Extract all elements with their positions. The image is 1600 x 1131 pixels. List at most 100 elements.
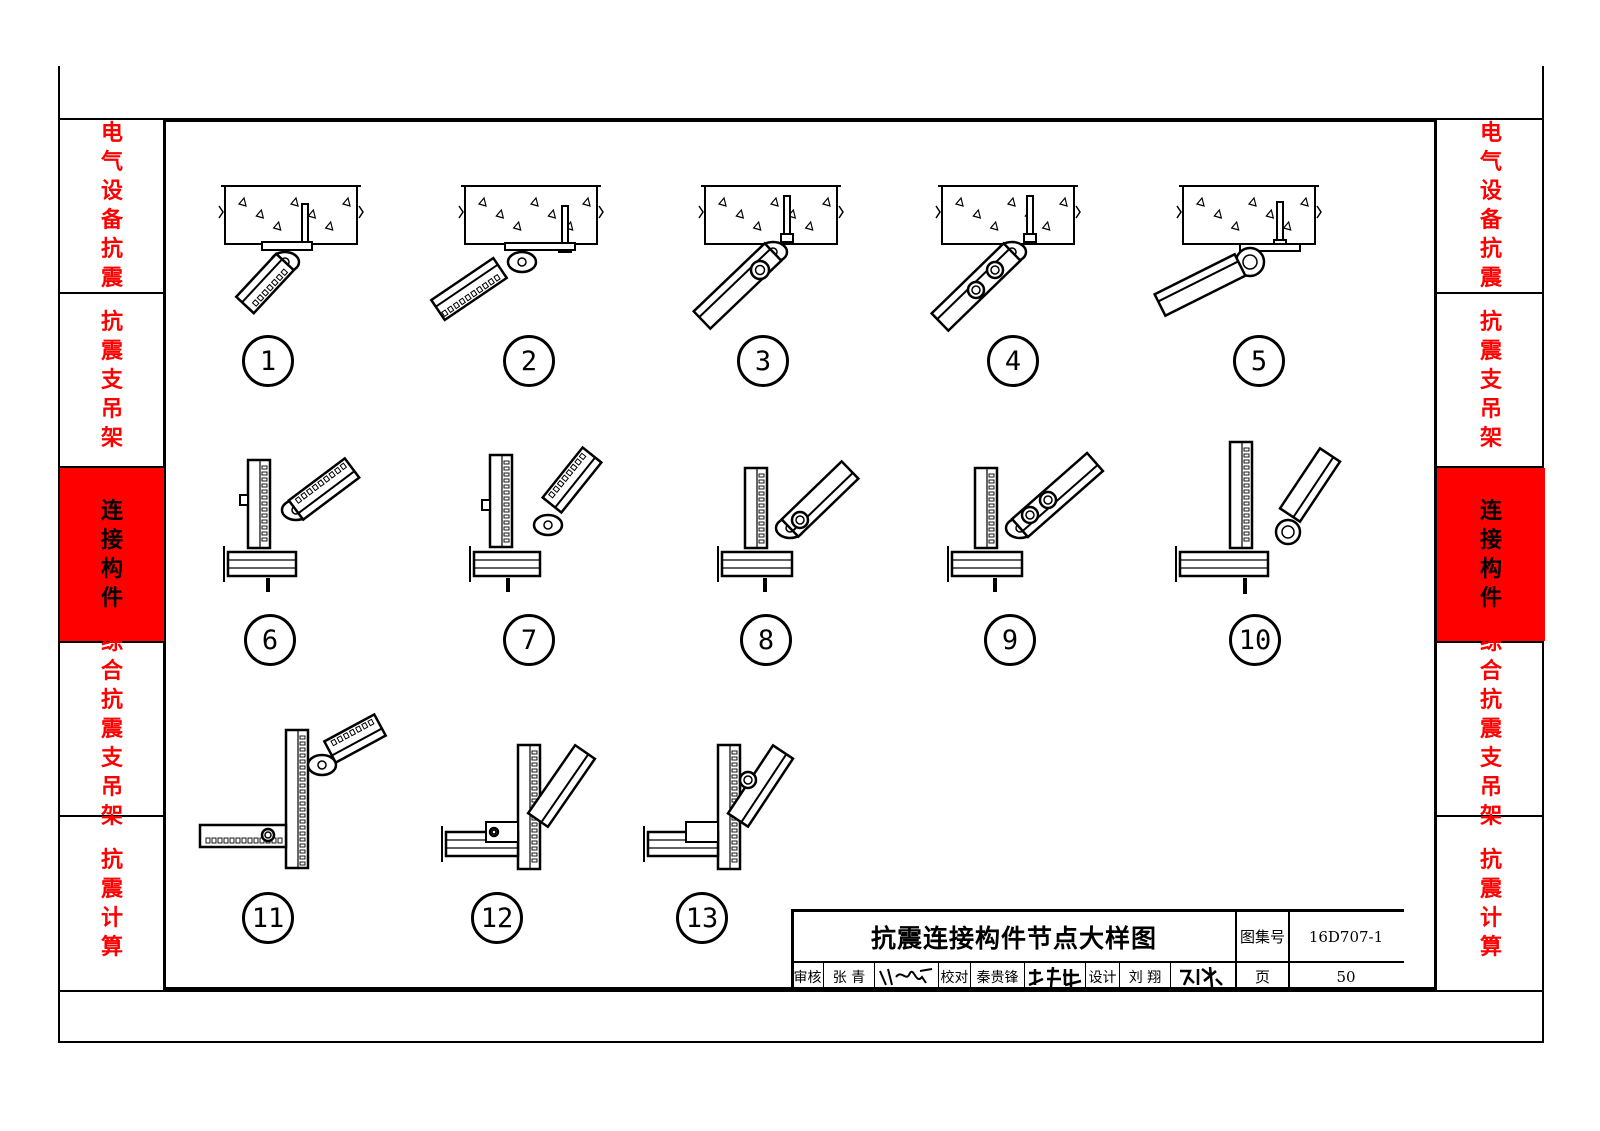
- reviewer-name: 张 青: [832, 969, 866, 986]
- tab-char: 架: [100, 425, 123, 451]
- detail-1-brace: [234, 252, 296, 315]
- sig-div-4: [970, 963, 971, 990]
- reviewer-signature: [879, 968, 933, 986]
- left-tab-supports[interactable]: 抗震支吊架: [60, 294, 164, 466]
- proofreader-name: 秦贵锋: [976, 969, 1019, 986]
- tab-char: 支: [100, 367, 123, 393]
- detail-number-1: 1: [242, 335, 294, 387]
- tab-char: 震: [100, 716, 123, 742]
- page-label: 页: [1254, 968, 1270, 986]
- tab-char: 抗: [100, 847, 123, 873]
- title-block: [791, 909, 1404, 990]
- tab-char: 合: [1479, 658, 1502, 684]
- detail-5-slab: [1182, 185, 1316, 245]
- tab-char: 抗: [1479, 847, 1502, 873]
- proofread-label: 校对: [940, 969, 969, 986]
- tab-char: 电: [100, 121, 123, 146]
- tab-char: 综: [100, 629, 123, 655]
- left-tab-combined[interactable]: 综合抗震支吊架: [60, 630, 164, 829]
- left-tab-electrical[interactable]: 电气设备抗震: [60, 120, 164, 292]
- tab-char: 架: [100, 803, 123, 829]
- tab-char: 抗: [100, 687, 123, 713]
- frame-bottom: [58, 1041, 1544, 1043]
- left-tab-calculation[interactable]: 抗震计算: [60, 817, 164, 990]
- design-label: 设计: [1088, 969, 1117, 986]
- right-tab-electrical[interactable]: 电气设备抗震: [1437, 120, 1545, 292]
- tab-char: 震: [100, 266, 123, 291]
- detail-1-slab: [224, 185, 358, 245]
- left-tab-divider-4: [58, 815, 164, 817]
- frame-left: [58, 66, 60, 1043]
- left-tab-connectors[interactable]: 连接构件: [60, 468, 164, 641]
- right-tab-divider-4: [1437, 815, 1544, 817]
- tab-char: 吊: [1479, 774, 1502, 800]
- frame-bottom-band: [58, 990, 1544, 992]
- detail-2-slab: [464, 185, 598, 245]
- tab-char: 件: [1479, 585, 1502, 611]
- right-tab-connectors[interactable]: 连接构件: [1437, 468, 1545, 641]
- sig-div-3: [938, 963, 939, 990]
- tab-char: 接: [100, 527, 123, 553]
- tab-char: 算: [1479, 934, 1502, 960]
- sig-div-1: [823, 963, 824, 990]
- tab-char: 构: [1479, 556, 1502, 582]
- detail-number-13: 13: [676, 892, 728, 944]
- detail-6-beam: [226, 550, 298, 578]
- designer-signature: [1180, 966, 1223, 988]
- tab-char: 震: [100, 338, 123, 364]
- detail-10-beam: [1178, 550, 1270, 578]
- detail-number-8: 8: [740, 614, 792, 666]
- tab-char: 接: [1479, 527, 1502, 553]
- right-tab-divider-1: [1437, 292, 1544, 294]
- tab-char: 气: [1479, 150, 1502, 175]
- detail-number-5: 5: [1233, 335, 1285, 387]
- left-tab-divider-1: [58, 292, 164, 294]
- detail-number-12: 12: [471, 892, 523, 944]
- sig-div-8: [1170, 963, 1171, 990]
- tab-char: 件: [100, 585, 123, 611]
- detail-11-brace: [322, 712, 388, 765]
- tab-char: 计: [100, 905, 123, 931]
- tab-char: 吊: [1479, 396, 1502, 422]
- tab-char: 震: [1479, 716, 1502, 742]
- tab-char: 设: [100, 179, 123, 204]
- tab-char: 震: [1479, 876, 1502, 902]
- tab-char: 抗: [1479, 687, 1502, 713]
- sig-div-7: [1119, 963, 1120, 990]
- tab-char: 构: [100, 556, 123, 582]
- designer-name: 刘 翔: [1128, 969, 1162, 986]
- right-tab-divider-2: [1437, 466, 1544, 468]
- review-label: 审核: [793, 969, 822, 986]
- detail-number-10: 10: [1229, 614, 1281, 666]
- atlas-number: 16D707-1: [1308, 927, 1384, 946]
- tab-char: 支: [100, 745, 123, 771]
- tab-char: 气: [100, 150, 123, 175]
- detail-number-11: 11: [242, 892, 294, 944]
- sig-div-6: [1085, 963, 1086, 990]
- tab-char: 合: [100, 658, 123, 684]
- detail-5-brace: [1152, 252, 1248, 318]
- detail-number-7: 7: [503, 614, 555, 666]
- right-tab-supports[interactable]: 抗震支吊架: [1437, 294, 1545, 466]
- atlas-label: 图集号: [1239, 928, 1285, 946]
- right-tab-combined[interactable]: 综合抗震支吊架: [1437, 630, 1545, 829]
- left-tab-divider-2: [58, 466, 164, 468]
- detail-7-brace: [540, 445, 604, 515]
- detail-number-4: 4: [987, 335, 1039, 387]
- right-tab-calculation[interactable]: 抗震计算: [1437, 817, 1545, 990]
- tab-char: 抗: [100, 237, 123, 262]
- title-block-hline: [791, 961, 1404, 963]
- detail-6-brace: [287, 456, 361, 522]
- right-tab-divider-3: [1437, 641, 1544, 643]
- tab-char: 综: [1479, 629, 1502, 655]
- detail-10-post: [1228, 440, 1254, 550]
- title-block-vline-1: [1235, 910, 1237, 990]
- detail-7-beam: [472, 550, 542, 578]
- tab-char: 震: [100, 876, 123, 902]
- detail-number-9: 9: [984, 614, 1036, 666]
- tab-char: 连: [100, 498, 123, 524]
- tab-char: 计: [1479, 905, 1502, 931]
- detail-2-brace: [429, 256, 509, 322]
- detail-9-beam: [950, 550, 1024, 578]
